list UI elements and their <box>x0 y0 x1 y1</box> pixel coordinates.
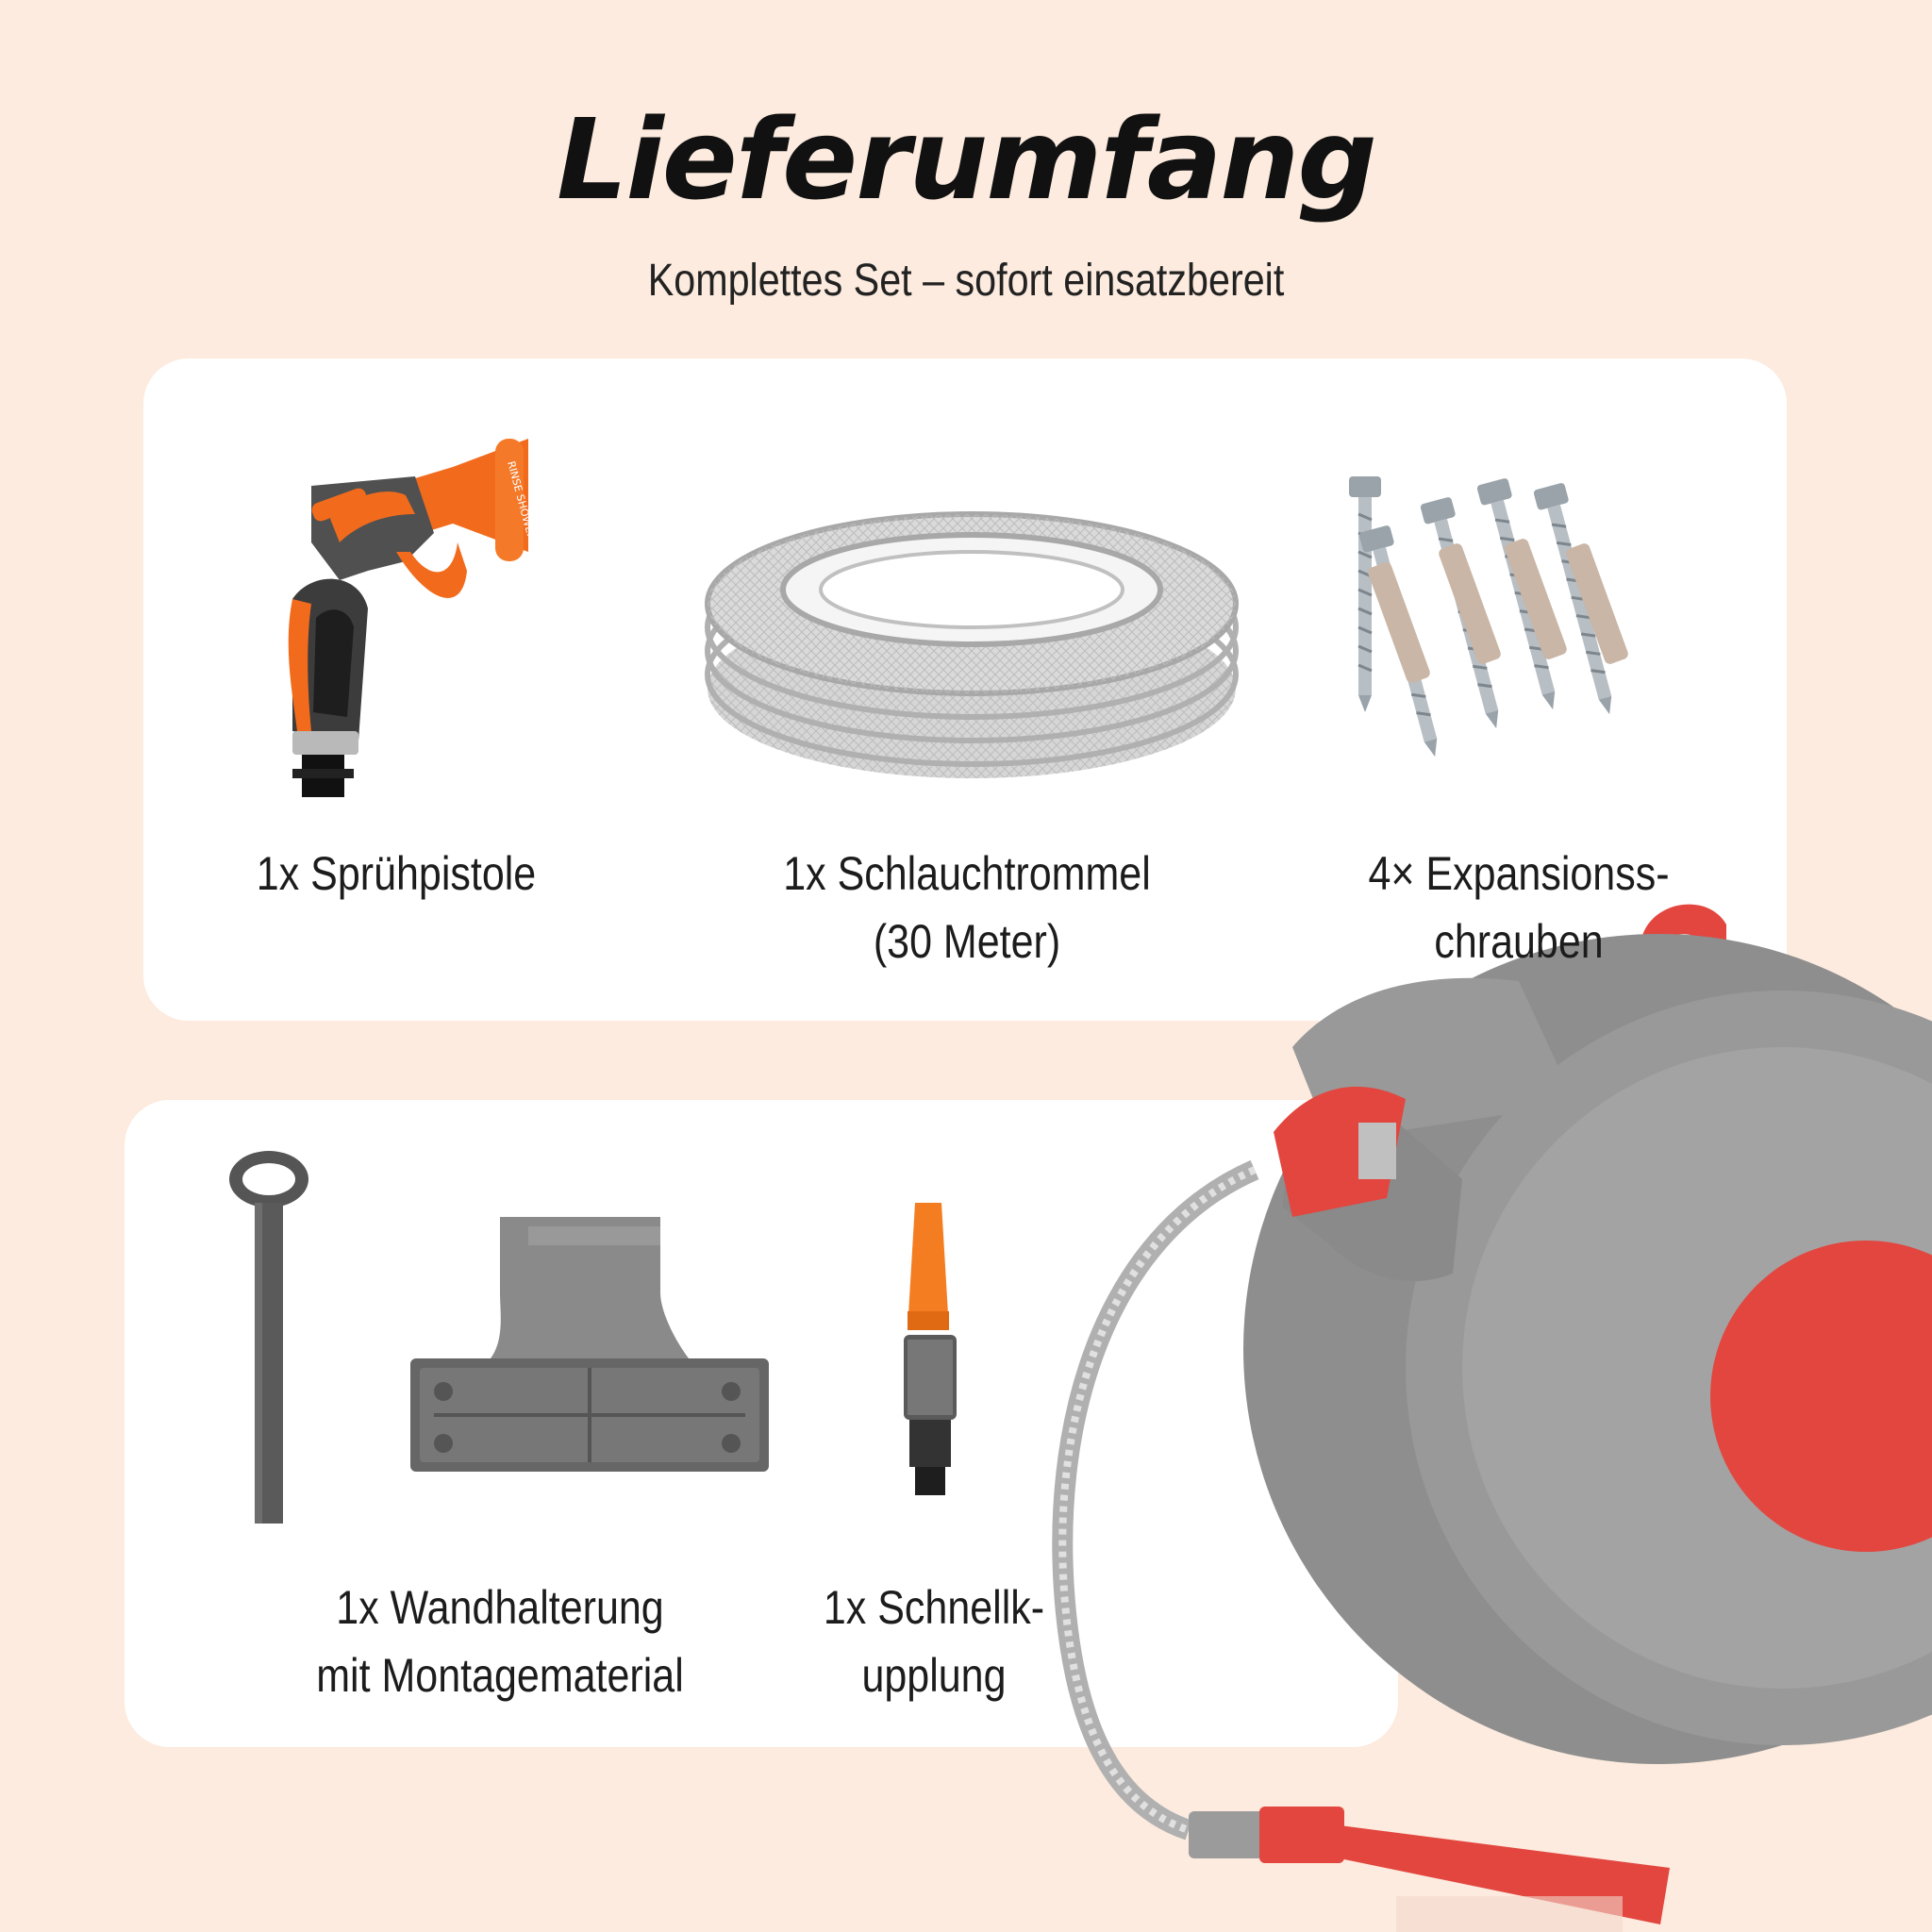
hose-reel-image <box>1052 904 1932 1932</box>
item-label-spray-gun: 1x Sprühpistole <box>256 847 537 900</box>
expansion-screws-image <box>1349 476 1628 762</box>
item-label-wall-bracket: 1x Wandhalterung mit Montagematerial <box>316 1581 684 1702</box>
page-subtitle: Komplettes Set – sofort einsatzbereit <box>647 256 1285 306</box>
quick-coupling-image <box>904 1203 957 1495</box>
wall-bracket-image <box>410 1217 769 1472</box>
item-label-expansion-screws: 4× Expansionss- chrauben <box>1368 847 1670 968</box>
spray-gun-image: RINSE SHOWER VERTI <box>288 439 546 797</box>
wall-pin-image <box>229 1151 308 1524</box>
item-label-quick-coupling: 1x Schnellk- upplung <box>823 1581 1045 1702</box>
hose-coil-image <box>705 511 1239 778</box>
page-title: Lieferumfang <box>557 94 1377 225</box>
item-label-hose-reel: 1x Schlauchtrommel (30 Meter) <box>783 847 1151 968</box>
